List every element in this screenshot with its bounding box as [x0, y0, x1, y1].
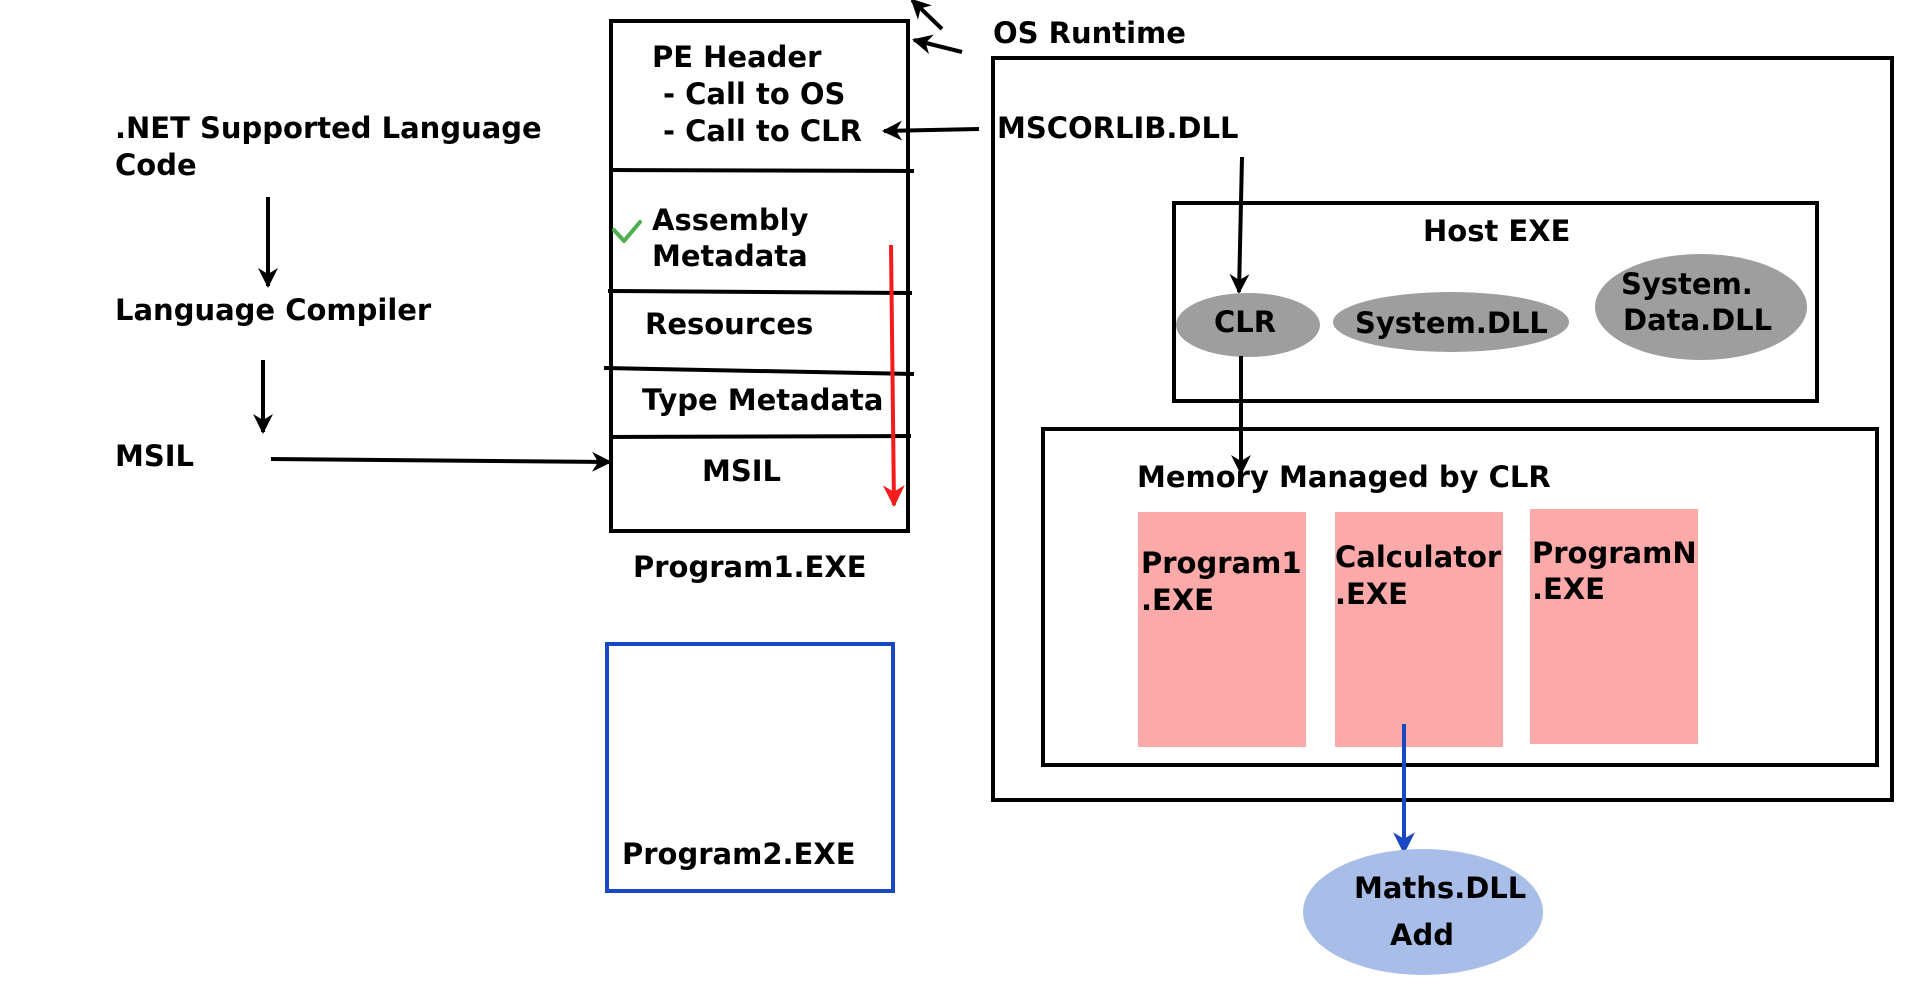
type-metadata-section: Type Metadata: [642, 383, 884, 417]
red-flow-arrow: [882, 244, 905, 508]
arrow-mscorlib-to-clr-call: [882, 120, 980, 141]
maths-dll-node: [1303, 849, 1543, 975]
system-dll-label: System.DLL: [1355, 306, 1548, 340]
clr-node: [1176, 293, 1320, 357]
program2-caption: Program2.EXE: [622, 837, 856, 871]
os-runtime-title: OS Runtime: [993, 16, 1186, 50]
process-programn-line1: ProgramN: [1532, 536, 1697, 570]
pe-header-call-clr: - Call to CLR: [663, 114, 862, 148]
section-divider: [610, 168, 915, 173]
process-programn: [1530, 509, 1698, 744]
program1-exe-file: PE Header - Call to OS - Call to CLR Ass…: [603, 19, 915, 533]
process-programn-line2: .EXE: [1532, 572, 1605, 606]
clr-label: CLR: [1214, 305, 1276, 339]
source-code-label-line2: Code: [115, 148, 197, 182]
os-runtime-box: [991, 56, 1894, 802]
process-calculator: [1335, 512, 1503, 747]
process-program1: [1138, 512, 1306, 747]
program1-border: [609, 19, 910, 533]
system-dll-node: [1333, 292, 1569, 352]
arrow-mscorlib-to-clr: [1229, 156, 1250, 294]
section-divider: [608, 434, 912, 439]
process-calculator-line2: .EXE: [1335, 577, 1408, 611]
assembly-metadata-line2: Metadata: [652, 239, 808, 273]
system-data-dll-line1: System.: [1621, 267, 1753, 301]
msil-section: MSIL: [702, 454, 781, 488]
system-data-dll-line2: Data.DLL: [1623, 303, 1772, 337]
arrow-os-to-header: [910, 0, 944, 31]
program2-exe-box: [605, 642, 895, 893]
resources-section: Resources: [645, 307, 813, 341]
managed-memory-box: [1041, 427, 1879, 767]
checkmark-icon: [612, 220, 642, 243]
mscorlib-label: MSCORLIB.DLL: [997, 111, 1238, 145]
language-compiler-label: Language Compiler: [115, 293, 432, 327]
process-program1-line1: Program1: [1141, 546, 1302, 580]
assembly-metadata-line1: Assembly: [652, 203, 809, 237]
managed-memory-title: Memory Managed by CLR: [1137, 460, 1551, 494]
arrow-msil-to-program1: [270, 451, 612, 472]
maths-dll-method: Add: [1390, 918, 1454, 952]
pe-header-call-os: - Call to OS: [663, 77, 845, 111]
msil-label: MSIL: [115, 439, 194, 473]
process-calculator-line1: Calculator: [1335, 540, 1502, 574]
host-exe-box: [1172, 201, 1819, 403]
source-code-label-line1: .NET Supported Language: [115, 111, 542, 145]
section-divider: [603, 366, 915, 376]
section-divider: [607, 289, 913, 295]
program1-caption: Program1.EXE: [633, 550, 867, 584]
host-exe-title: Host EXE: [1423, 214, 1570, 248]
process-program1-line2: .EXE: [1141, 583, 1214, 617]
pe-header-title: PE Header: [652, 40, 822, 74]
system-data-dll-node: [1595, 254, 1807, 360]
maths-dll-name: Maths.DLL: [1354, 871, 1526, 905]
arrow-os-to-header: [912, 34, 963, 55]
